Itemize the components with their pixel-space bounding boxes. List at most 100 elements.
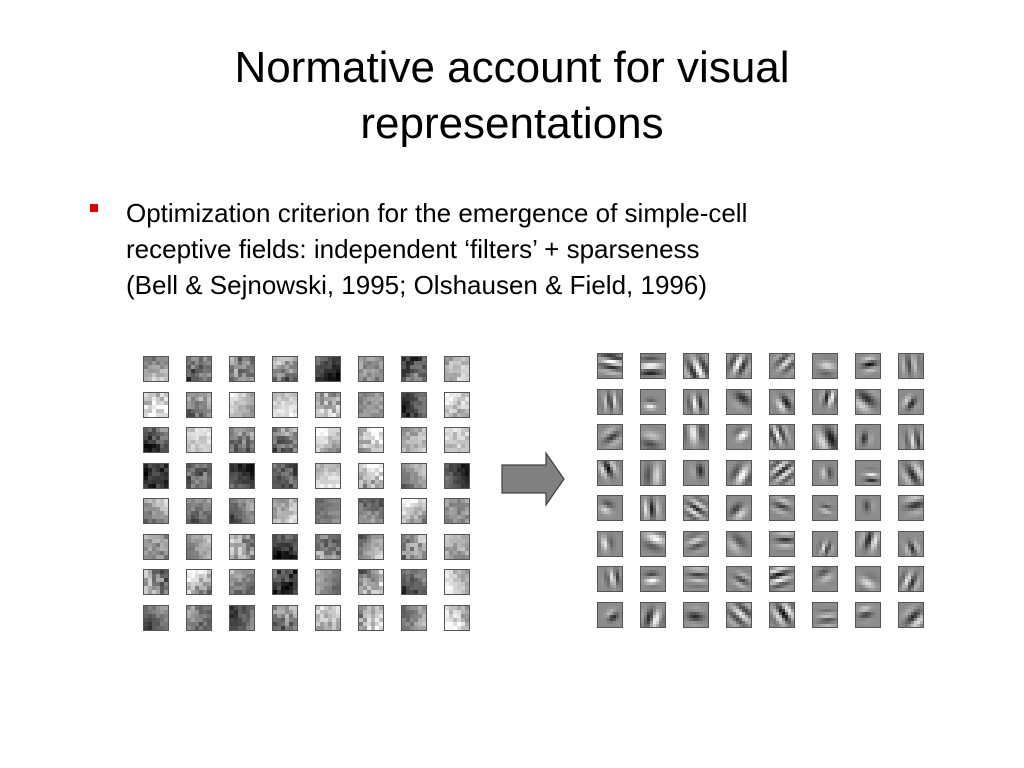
image-patch — [143, 391, 169, 418]
filter-patch — [597, 353, 623, 379]
image-patch — [186, 498, 212, 524]
image-patch — [358, 356, 384, 382]
image-patch — [315, 462, 341, 489]
filter-patch — [726, 388, 752, 415]
filter-patch — [769, 495, 795, 521]
filter-patch — [640, 566, 666, 592]
image-patch — [444, 533, 470, 560]
image-patch — [272, 427, 298, 453]
filter-patch — [855, 530, 881, 557]
image-patch — [358, 462, 384, 489]
filter-patch — [855, 495, 881, 521]
bullet-item: Optimization criterion for the emergence… — [88, 195, 968, 303]
image-patch — [358, 427, 384, 453]
filter-patch — [812, 353, 838, 379]
filter-patch — [769, 388, 795, 415]
image-patch — [401, 462, 427, 489]
filter-patch — [683, 424, 709, 450]
image-patch — [186, 462, 212, 489]
filter-patch — [683, 566, 709, 592]
bullet-text: Optimization criterion for the emergence… — [126, 198, 748, 300]
image-patch — [401, 569, 427, 595]
image-patch — [401, 498, 427, 524]
filter-patch — [812, 388, 838, 415]
filter-patch — [640, 388, 666, 415]
image-patch — [186, 569, 212, 595]
image-patch — [272, 498, 298, 524]
filter-patch — [855, 459, 881, 486]
filter-patch — [640, 424, 666, 450]
image-patch — [229, 604, 255, 631]
image-patch — [358, 533, 384, 560]
filter-patch — [855, 424, 881, 450]
filter-patch — [640, 353, 666, 379]
image-patch — [401, 604, 427, 631]
image-patch — [272, 356, 298, 382]
filter-patch — [726, 424, 752, 450]
image-patch — [358, 604, 384, 631]
image-patch — [444, 356, 470, 382]
filter-patch — [597, 495, 623, 521]
filter-patch — [597, 459, 623, 486]
filter-patch — [597, 424, 623, 450]
image-patch — [315, 391, 341, 418]
image-patch — [272, 391, 298, 418]
filter-patch — [898, 601, 924, 628]
image-patch — [143, 498, 169, 524]
image-patch — [143, 604, 169, 631]
filter-patch — [769, 566, 795, 592]
image-patch — [315, 569, 341, 595]
slide-title: Normative account for visual representat… — [234, 43, 790, 148]
filter-patch — [812, 424, 838, 450]
image-patch — [186, 533, 212, 560]
filter-patch — [683, 601, 709, 628]
image-patch — [143, 427, 169, 453]
filter-patch — [855, 601, 881, 628]
image-patch — [444, 604, 470, 631]
image-patch — [358, 391, 384, 418]
filter-patch — [769, 424, 795, 450]
filter-patch — [898, 424, 924, 450]
filter-patch — [769, 601, 795, 628]
filter-patch — [683, 495, 709, 521]
filter-patch — [855, 353, 881, 379]
image-patch — [315, 356, 341, 382]
image-patch — [272, 462, 298, 489]
filter-patch — [683, 459, 709, 486]
image-patch — [229, 391, 255, 418]
image-patch — [315, 427, 341, 453]
filter-patch — [898, 353, 924, 379]
image-patch — [444, 498, 470, 524]
image-patch — [186, 427, 212, 453]
image-patch — [358, 569, 384, 595]
image-patch — [229, 533, 255, 560]
filter-patch — [812, 530, 838, 557]
filter-patch — [898, 566, 924, 592]
filter-patch — [769, 459, 795, 486]
filter-patch — [726, 566, 752, 592]
filter-patch — [855, 566, 881, 592]
image-patch — [444, 462, 470, 489]
image-patch — [315, 498, 341, 524]
image-patch — [143, 356, 169, 382]
image-patch — [272, 533, 298, 560]
right-arrow-icon — [501, 451, 565, 507]
filter-patch — [726, 601, 752, 628]
filter-patch — [726, 353, 752, 379]
filter-patch — [812, 459, 838, 486]
image-patch — [444, 427, 470, 453]
image-patch — [272, 604, 298, 631]
bullet-marker — [90, 204, 98, 212]
image-patch — [186, 356, 212, 382]
image-patch — [401, 391, 427, 418]
image-patch — [143, 462, 169, 489]
image-patch — [444, 391, 470, 418]
image-patch — [444, 569, 470, 595]
image-patch — [401, 356, 427, 382]
image-patch — [229, 427, 255, 453]
filter-patch — [640, 530, 666, 557]
filter-patch — [640, 601, 666, 628]
image-patch — [143, 569, 169, 595]
image-patch — [401, 533, 427, 560]
filter-patch — [726, 495, 752, 521]
